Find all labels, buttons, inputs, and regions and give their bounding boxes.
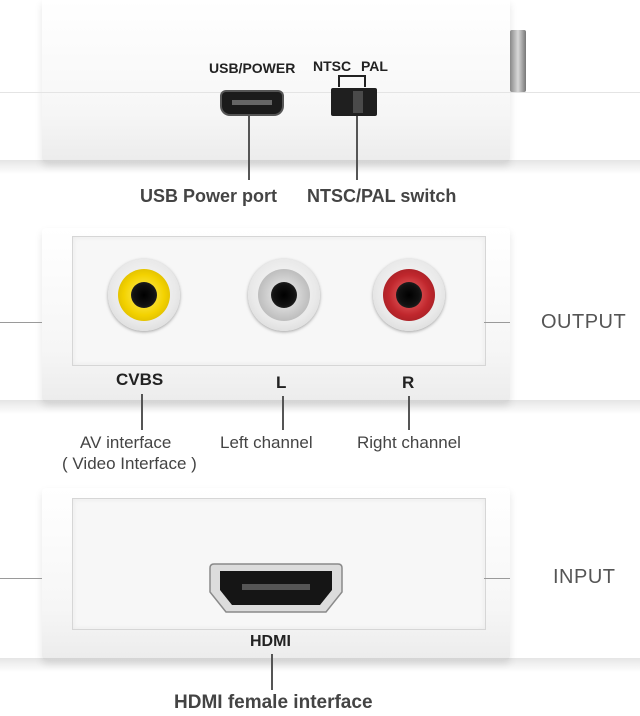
right-callout-line — [408, 396, 410, 430]
switch-callout-line — [356, 116, 358, 180]
cvbs-callout-line — [141, 394, 143, 430]
input-shadow — [0, 658, 640, 672]
right-jack-hole — [396, 282, 422, 308]
left-jack-hole — [271, 282, 297, 308]
top-converter-body — [42, 0, 510, 162]
cvbs-label: CVBS — [116, 370, 164, 389]
hdmi-female-interface-callout: HDMI female interface — [174, 692, 373, 713]
pal-label: PAL — [361, 58, 388, 74]
left-channel-callout: Left channel — [220, 433, 313, 452]
left-audio-jack — [248, 259, 320, 331]
right-audio-jack — [373, 259, 445, 331]
left-color-ring — [258, 269, 310, 321]
mini-usb-port — [222, 92, 282, 114]
output-shadow — [0, 400, 640, 414]
l-label: L — [276, 373, 287, 392]
top-shadow — [0, 160, 640, 174]
right-color-ring — [383, 269, 435, 321]
top-body-seam — [0, 92, 640, 93]
output-side-label: OUTPUT — [541, 311, 627, 333]
switch-knob — [353, 91, 363, 113]
ntsc-pal-bracket — [338, 75, 366, 87]
input-right-edge-line — [484, 578, 510, 579]
output-left-edge-line — [0, 322, 42, 323]
usb-power-port-callout: USB Power port — [140, 186, 278, 206]
input-left-edge-line — [0, 578, 42, 579]
usb-power-port-label: USB/POWER — [209, 60, 296, 76]
ntsc-pal-slide-switch — [331, 88, 377, 116]
hdmi-port — [209, 563, 343, 613]
ntsc-label: NTSC — [313, 58, 352, 74]
r-label: R — [402, 373, 415, 392]
video-interface-subcallout: ( Video Interface ) — [62, 454, 197, 473]
ntsc-pal-switch-callout: NTSC/PAL switch — [307, 186, 457, 206]
usb-port-contacts — [232, 100, 272, 105]
side-knob — [510, 30, 526, 92]
right-channel-callout: Right channel — [357, 433, 461, 452]
hdmi-port-contacts — [242, 584, 310, 590]
hdmi-label: HDMI — [250, 633, 291, 650]
av-interface-callout: AV interface — [80, 433, 172, 452]
cvbs-jack-hole — [131, 282, 157, 308]
cvbs-jack — [108, 259, 180, 331]
input-side-label: INPUT — [553, 566, 616, 588]
hdmi-callout-line — [271, 654, 273, 690]
cvbs-color-ring — [118, 269, 170, 321]
left-callout-line — [282, 396, 284, 430]
usb-callout-line — [248, 114, 250, 180]
output-right-edge-line — [484, 322, 510, 323]
